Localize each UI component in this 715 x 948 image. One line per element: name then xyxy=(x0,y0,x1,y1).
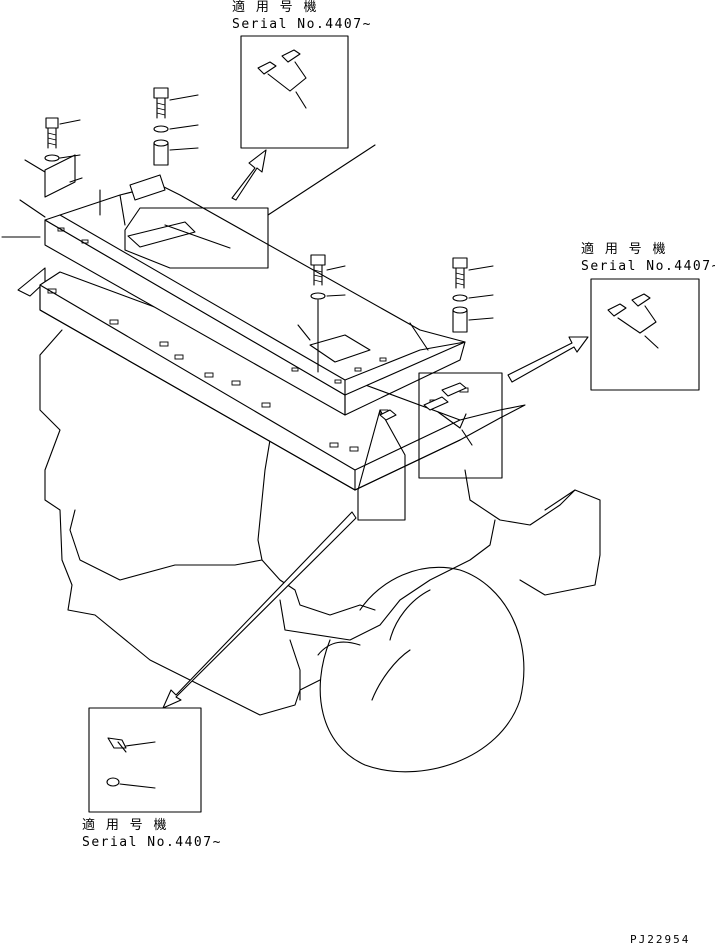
drawing-code: PJ22954 xyxy=(630,933,691,946)
arrow-to-bottom-detail xyxy=(162,511,357,709)
engine-body-outline xyxy=(17,267,601,773)
detail-frame-top-small xyxy=(124,144,376,269)
detail-box-bottom xyxy=(88,707,202,813)
serial-label: Serial No.4407~ xyxy=(82,835,222,850)
detail-frame-right xyxy=(418,372,503,479)
fastener-stack-middle xyxy=(153,87,199,166)
serial-label: Serial No.4407~ xyxy=(232,17,372,32)
applicable-serial-label-top: 適 用 号 機 Serial No.4407~ xyxy=(232,1,372,31)
applicable-label: 適 用 号 機 xyxy=(82,818,168,833)
fastener-stack-left xyxy=(1,117,83,238)
detail-box-right xyxy=(590,278,700,391)
applicable-label: 適 用 号 機 xyxy=(232,0,318,15)
applicable-serial-label-right: 適 用 号 機 Serial No.4407~ xyxy=(581,243,715,273)
applicable-label: 適 用 号 機 xyxy=(581,242,667,257)
detail-frame-lower xyxy=(357,409,406,521)
detail-box-top xyxy=(240,35,349,149)
fastener-stack-center xyxy=(297,254,346,373)
applicable-serial-label-bottom: 適 用 号 機 Serial No.4407~ xyxy=(82,819,222,849)
arrow-to-right-detail xyxy=(507,336,589,383)
fastener-stack-right xyxy=(409,257,494,351)
panel-slots xyxy=(47,288,469,452)
arrow-to-top-detail xyxy=(231,149,267,201)
serial-label: Serial No.4407~ xyxy=(581,259,715,274)
